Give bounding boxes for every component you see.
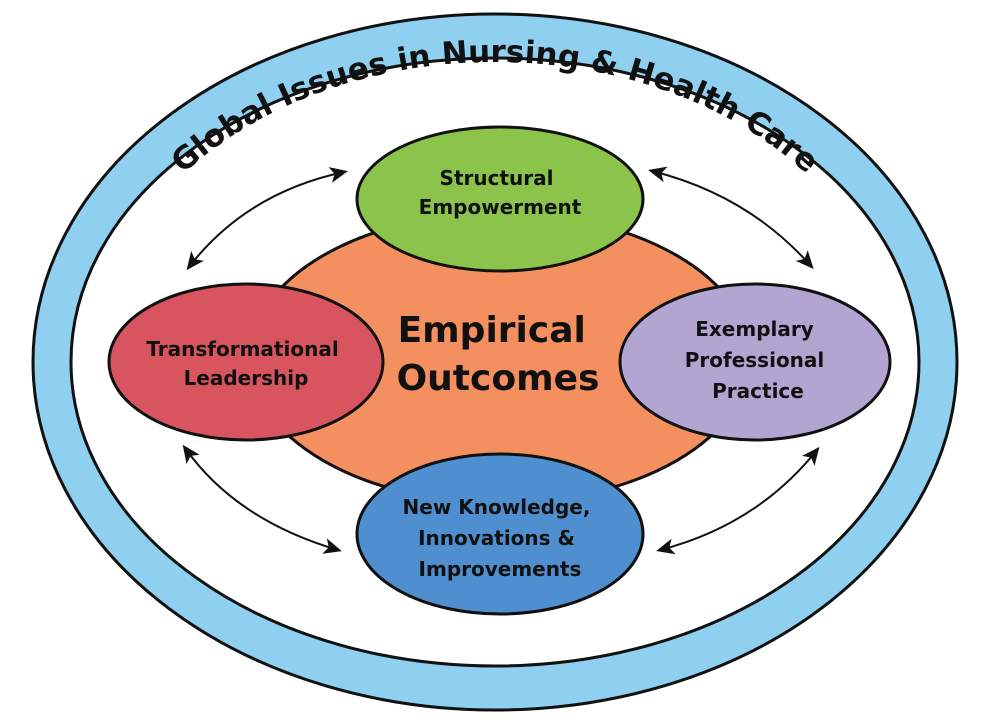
structural-empowerment-label: Structural Empowerment xyxy=(419,166,582,219)
new-knowledge-node xyxy=(355,452,645,616)
arrow-structural-transformational xyxy=(186,167,348,271)
exemplary-practice-label: Exemplary Professional Practice xyxy=(685,317,832,403)
new-knowledge-label: New Knowledge, Innovations & Improvement… xyxy=(403,495,598,581)
structural-empowerment-node xyxy=(355,125,645,273)
center-label: Empirical Outcomes xyxy=(397,310,600,399)
exemplary-practice-node xyxy=(618,282,892,442)
arrow-structural-exemplary xyxy=(648,166,814,269)
arrow-transformational-knowledge xyxy=(182,444,342,554)
transformational-leadership-label: Transformational Leadership xyxy=(146,337,345,390)
arrow-exemplary-knowledge xyxy=(656,446,820,555)
transformational-leadership-node xyxy=(107,282,385,442)
